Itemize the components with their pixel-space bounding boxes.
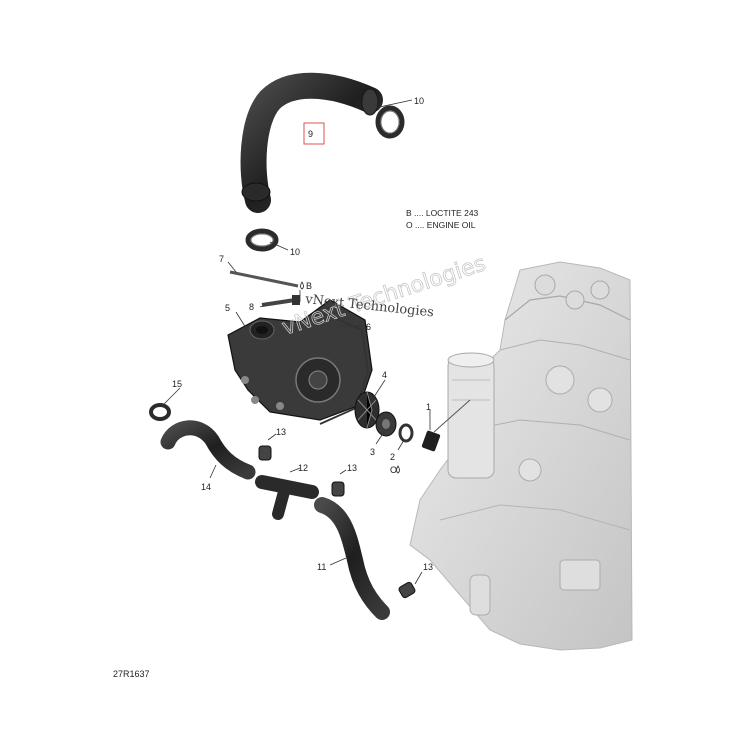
- legend-loctite: B .... LOCTITE 243: [406, 208, 479, 218]
- callout-13-b: 13: [347, 463, 357, 473]
- callout-13-a: 13: [276, 427, 286, 437]
- leader-lines: [163, 99, 431, 585]
- clamp-part-10-lower: [245, 228, 279, 252]
- oil-filter: [447, 352, 495, 479]
- legend: B .... LOCTITE 243 O .... ENGINE OIL: [406, 208, 479, 230]
- callout-4: 4: [382, 370, 387, 380]
- clamp-part-15: [149, 403, 171, 421]
- highlight-box-part-9: [303, 122, 325, 145]
- figure-reference: 27R1637: [113, 669, 150, 679]
- callout-7: 7: [219, 254, 224, 264]
- callout-2: 2: [390, 452, 395, 462]
- seal-part-3: [375, 411, 397, 437]
- callout-6: 6: [366, 322, 371, 332]
- callout-11: 11: [317, 562, 326, 572]
- callout-1: 1: [426, 402, 431, 412]
- clamp-part-13-b: [331, 481, 345, 497]
- symbol-drops: [300, 281, 400, 474]
- hose-part-14: [160, 420, 256, 480]
- watermark: vNext Technologies vNext Technologies: [279, 251, 490, 341]
- callout-12: 12: [298, 463, 308, 473]
- callout-3: 3: [370, 447, 375, 457]
- legend-engine-oil: O .... ENGINE OIL: [406, 220, 476, 230]
- sensor-part-1: [421, 399, 471, 452]
- clamp-part-13-a: [258, 445, 272, 461]
- clamp-part-13-c: [398, 581, 416, 599]
- water-pump-housing-part-5: [227, 299, 373, 421]
- callout-10-lower: 10: [290, 247, 300, 257]
- callout-9: 9: [308, 129, 313, 139]
- clamp-part-10-upper: [375, 105, 405, 139]
- callout-8: 8: [249, 302, 254, 312]
- t-fitting-part-12: [255, 475, 319, 520]
- oring-part-2: [398, 423, 414, 443]
- callout-15: 15: [172, 379, 182, 389]
- bolt-part-8: [261, 295, 300, 307]
- callout-5: 5: [225, 303, 230, 313]
- callout-10-upper: 10: [414, 96, 424, 106]
- impeller-part-4: [354, 391, 380, 429]
- stud-part-7: [229, 270, 299, 288]
- hose-part-11: [314, 497, 390, 620]
- symbol-b: B: [306, 281, 312, 291]
- callout-labels: 9 10 10 7 8 5 6 4 3 2 1 15 14 13 12 13 1…: [172, 96, 433, 572]
- callout-14: 14: [201, 482, 211, 492]
- upper-hose-part-9: [240, 72, 383, 213]
- symbol-o: O: [390, 465, 397, 475]
- engine-block: [409, 261, 633, 651]
- callout-13-c: 13: [423, 562, 433, 572]
